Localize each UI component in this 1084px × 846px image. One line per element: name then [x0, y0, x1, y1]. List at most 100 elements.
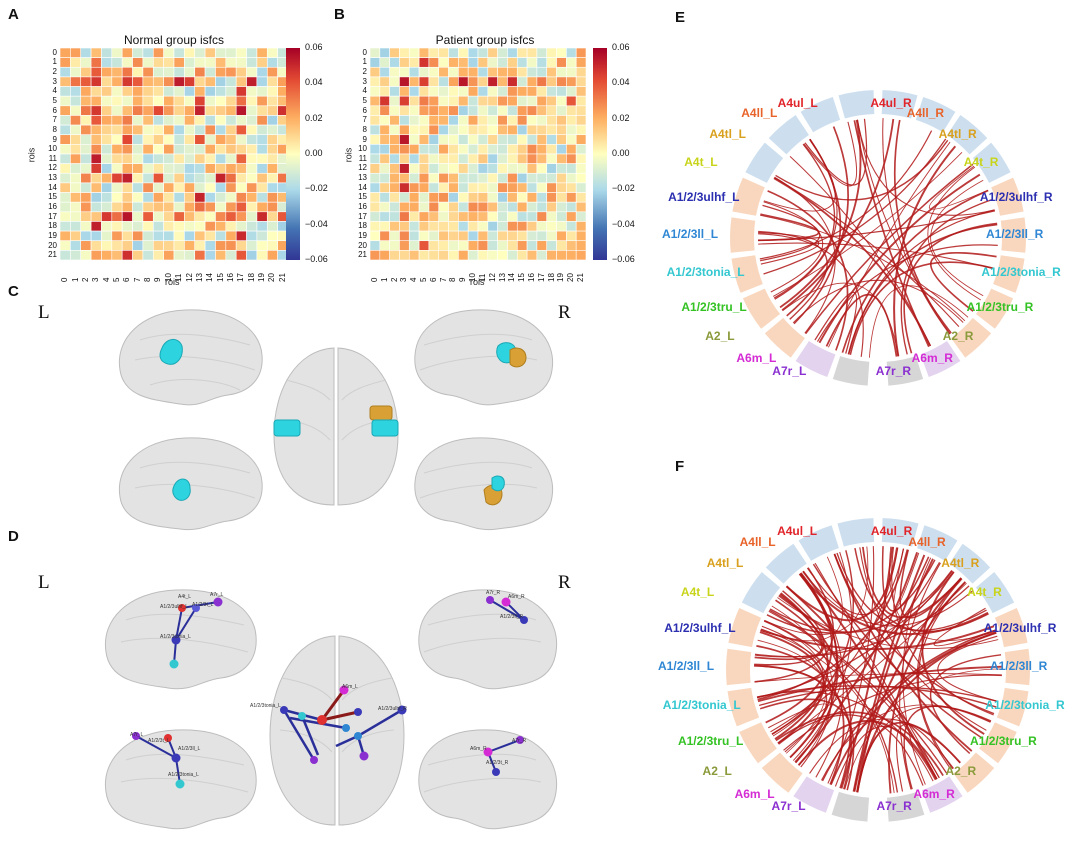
roi-tick-x: 5 — [419, 277, 428, 282]
heatmap-cell — [142, 250, 154, 260]
heatmap-cell — [235, 115, 247, 126]
colorbar-tick: −0.06 — [612, 254, 635, 264]
roi-tick-y: 15 — [358, 192, 367, 202]
heatmap-cell — [487, 201, 498, 213]
ring-label: A4t_L — [684, 155, 718, 170]
roi-tick-y: 19 — [48, 230, 57, 240]
heatmap-cell — [556, 192, 567, 203]
chord-link — [786, 126, 849, 317]
heatmap-cell — [132, 144, 144, 155]
heatmap-cell — [204, 144, 216, 155]
heatmap-cell — [418, 115, 430, 126]
heatmap-cell — [458, 76, 469, 87]
heatmap-cell — [467, 86, 479, 97]
ring-label: A4ll_L — [741, 106, 778, 121]
heatmap-cell — [101, 201, 113, 213]
heatmap-cell — [467, 250, 479, 260]
heatmap-cell — [60, 57, 71, 68]
heatmap-cell — [163, 105, 175, 116]
heatmap-cell — [487, 182, 498, 193]
heatmap-cell — [399, 76, 410, 87]
heatmap-cell — [173, 153, 185, 164]
heatmap-cell — [438, 250, 449, 260]
heatmap-cell — [536, 240, 548, 251]
heatmap-cell — [399, 240, 410, 251]
chord-link — [757, 549, 909, 701]
chord-link — [774, 177, 960, 328]
heatmap-cell — [566, 124, 577, 136]
chord-link — [929, 165, 989, 210]
heatmap-cell — [80, 172, 92, 184]
heatmap-cell — [566, 201, 577, 213]
heatmap-cell — [546, 172, 557, 184]
ring-segment — [727, 687, 760, 727]
heatmap-cell — [458, 48, 469, 58]
heatmap-cell — [487, 230, 498, 242]
heatmap-cell — [70, 211, 82, 222]
heatmap-cell — [142, 86, 154, 97]
heatmap-cell — [418, 230, 430, 242]
roi-tick-y: 14 — [358, 182, 367, 192]
heatmap-cell — [80, 86, 92, 97]
roi-tick-y: 12 — [48, 163, 57, 173]
heatmap-cell — [467, 57, 479, 68]
heatmap-cell — [225, 48, 237, 58]
heatmap-cell — [121, 201, 133, 213]
heatmap-cell — [111, 182, 123, 193]
heatmap-cell — [101, 86, 113, 97]
heatmap-cell — [458, 221, 469, 232]
heatmap-cell — [70, 105, 82, 116]
heatmap-cell — [101, 250, 113, 260]
heatmap-cell — [152, 76, 164, 87]
ring-label: A7r_R — [875, 363, 912, 378]
heatmap-cell — [225, 192, 237, 203]
chord-link — [775, 139, 949, 201]
heatmap-cell — [266, 192, 278, 203]
ring-segment — [726, 648, 752, 686]
heatmap-cell — [194, 192, 206, 203]
heatmap-cell — [448, 115, 459, 126]
heatmap-cell — [389, 95, 400, 107]
heatmap-cell — [467, 172, 479, 184]
heatmap-cell — [194, 250, 206, 260]
heatmap-cell — [142, 124, 154, 136]
heatmap-cell — [246, 105, 258, 116]
heatmap-cell — [379, 134, 390, 145]
heatmap-cell — [204, 163, 216, 174]
heatmap-cell — [132, 221, 144, 232]
heatmap-cell — [70, 221, 82, 232]
colorbar-a — [286, 48, 300, 260]
heatmap-cell — [163, 153, 175, 164]
heatmap-cell — [566, 163, 577, 174]
heatmap-cell — [458, 192, 469, 203]
heatmap-cell — [101, 221, 113, 232]
heatmap-cell — [418, 153, 430, 164]
ring-label: A4ll_R — [908, 534, 946, 549]
heatmap-cell — [173, 95, 185, 107]
heatmap-cell — [418, 221, 430, 232]
heatmap-cell — [132, 201, 144, 213]
heatmap-cell — [516, 182, 528, 193]
heatmap-cell — [516, 86, 528, 97]
chord-link — [771, 550, 854, 736]
heatmap-cell — [173, 105, 185, 116]
roi-tick-x: 1 — [379, 277, 389, 282]
heatmap-cell — [184, 172, 196, 184]
heatmap-cell — [575, 172, 586, 184]
ring-label: A6m_L — [736, 351, 777, 366]
panel-letter-f: F — [675, 458, 685, 475]
heatmap-cell — [477, 211, 489, 222]
heatmap-cell — [566, 182, 577, 193]
heatmap-cell — [70, 48, 82, 58]
heatmap-cell — [121, 95, 133, 107]
heatmap-cell — [101, 192, 113, 203]
heatmap-cell — [575, 57, 586, 68]
chord-link — [759, 698, 855, 791]
chord-link — [758, 230, 828, 320]
heatmap-cell — [111, 192, 123, 203]
roi-tick-x: 4 — [409, 277, 419, 282]
heatmap-cell — [379, 211, 390, 222]
heatmap-cell — [389, 115, 400, 126]
ring-segment — [765, 543, 807, 584]
heatmap-cell — [60, 240, 71, 251]
